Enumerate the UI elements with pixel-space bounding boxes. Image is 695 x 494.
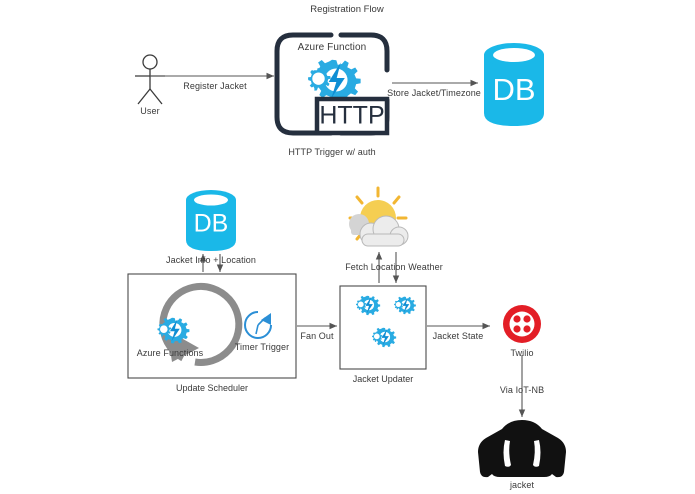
azure-function-gears-icon: [307, 59, 361, 103]
db-bottom-label: DB: [193, 209, 229, 238]
azure-function-inner-title: Azure Function: [297, 42, 367, 53]
edge-label-fan-out: Fan Out: [300, 331, 334, 341]
user-label: User: [140, 106, 160, 116]
sun-behind-cloud-icon: [348, 186, 409, 247]
jacket-updater-box: [339, 285, 427, 370]
timer-trigger-label: Timer Trigger: [234, 342, 290, 352]
azure-functions-label: Azure Functions: [136, 348, 204, 358]
jacket-updater-caption: Jacket Updater: [352, 374, 414, 384]
twilio-label: Twilio: [510, 348, 534, 358]
database-cylinder-bottom-icon: [186, 190, 236, 251]
edge-label-register-jacket: Register Jacket: [183, 81, 247, 91]
user-actor-icon: [135, 54, 165, 105]
http-badge-label: HTTP: [319, 101, 385, 130]
edge-label-jacket-state: Jacket State: [432, 331, 484, 341]
jacket-label: jacket: [509, 480, 535, 490]
azure-functions-gears-icon: [157, 317, 190, 344]
edge-label-via-iot-nb: Via IoT-NB: [499, 385, 545, 395]
timer-clock-icon: [244, 311, 272, 339]
edge-label-fetch-location-weather: Fetch Location Weather: [345, 262, 443, 272]
diagram-title: Registration Flow: [310, 4, 384, 15]
http-badge-box: [314, 96, 390, 136]
edge-label-jacket-info-location: Jacket Info + Location: [165, 255, 257, 265]
db-top-label: DB: [492, 72, 536, 107]
edge-label-store-jacket-timezone: Store Jacket/Timezone: [387, 88, 481, 98]
http-trigger-caption: HTTP Trigger w/ auth: [288, 147, 376, 157]
jacket-silhouette-icon: [478, 420, 566, 478]
update-scheduler-caption: Update Scheduler: [175, 383, 249, 393]
twilio-logo-icon: [503, 305, 541, 343]
jacket-updater-gears-icon: [355, 295, 416, 348]
database-cylinder-top-icon: [484, 43, 544, 126]
